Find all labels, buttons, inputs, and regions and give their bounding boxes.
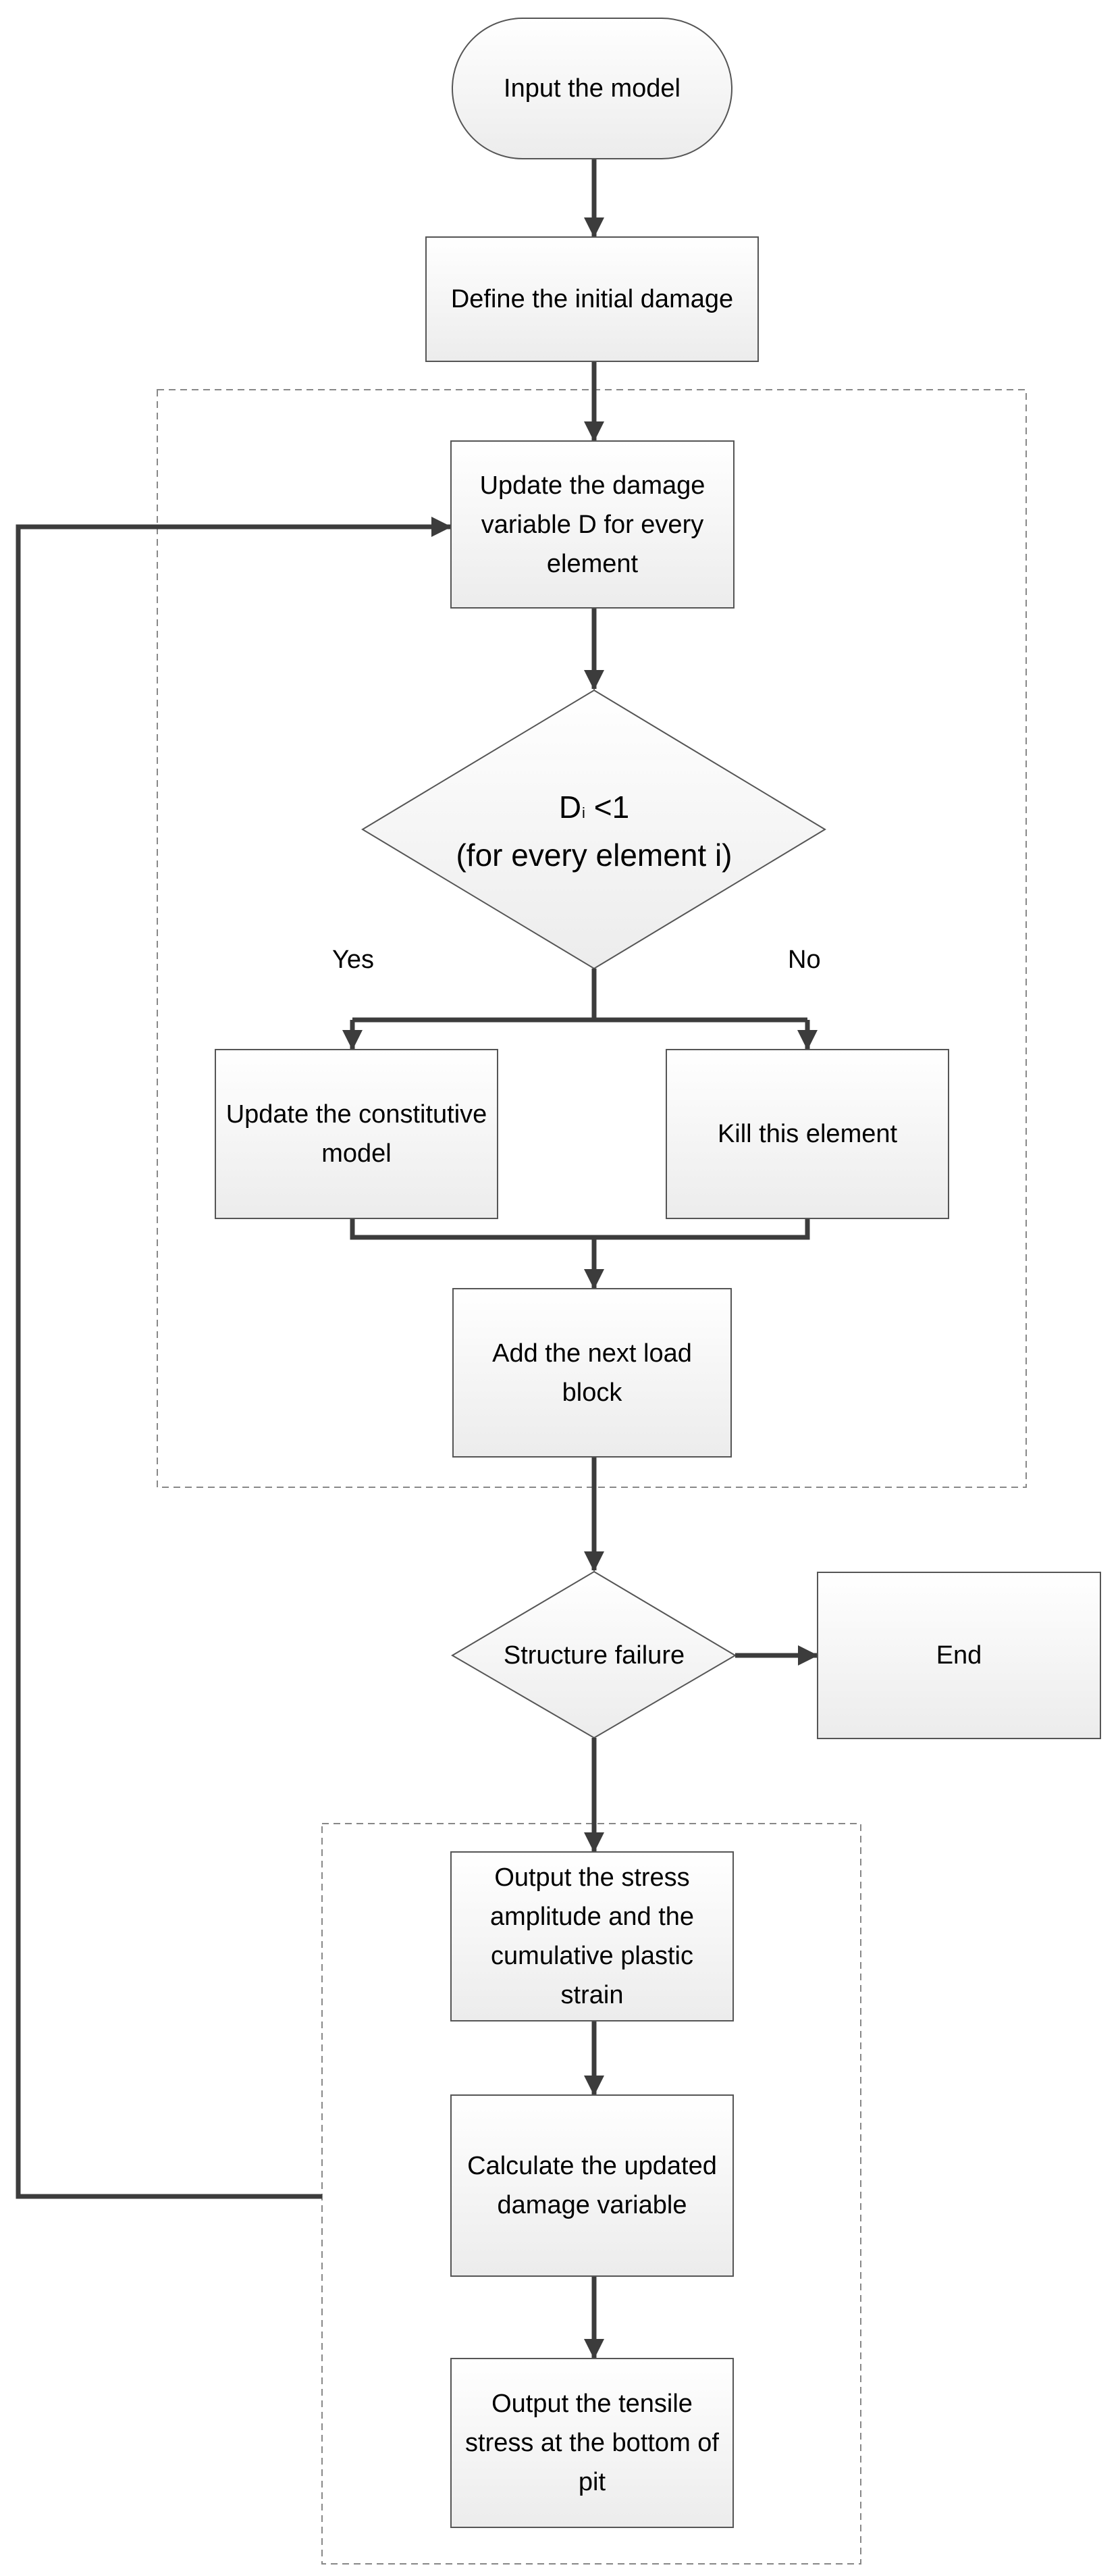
- update-constitutive-node: Update the constitutive model: [215, 1049, 498, 1219]
- input-model-label: Input the model: [504, 74, 681, 103]
- update-damage-label: Update the damage variable D for every e…: [479, 471, 705, 578]
- output-tensile-label: Output the tensile stress at the bottom …: [465, 2390, 719, 2496]
- connector-merge: [350, 1219, 810, 1240]
- yes-label: Yes: [332, 946, 374, 974]
- output-tensile-node: Output the tensile stress at the bottom …: [450, 2358, 734, 2528]
- structure-failure-text: Structure failure: [466, 1628, 722, 1682]
- output-stress-node: Output the stress amplitude and the cumu…: [450, 1851, 734, 2021]
- decision-d-subscript: i: [582, 804, 585, 821]
- connector-feedback-loop: [16, 517, 452, 2199]
- decision-d-var: D: [558, 789, 582, 825]
- update-damage-node: Update the damage variable D for every e…: [450, 440, 735, 609]
- output-group-frame: [321, 1823, 861, 2565]
- decision-d-text: Di <1 (for every element i): [378, 763, 810, 898]
- add-load-node: Add the next load block: [452, 1288, 732, 1458]
- decision-d-condition: <1: [585, 789, 630, 825]
- no-label: No: [788, 946, 821, 974]
- define-damage-node: Define the initial damage: [425, 236, 759, 362]
- end-node: End: [817, 1572, 1101, 1739]
- end-label: End: [936, 1641, 982, 1670]
- connector-decision-branches: [352, 969, 597, 1023]
- structure-failure-label: Structure failure: [503, 1641, 685, 1670]
- output-stress-label: Output the stress amplitude and the cumu…: [489, 1863, 695, 2009]
- calc-damage-label: Calculate the updated damage variable: [467, 2152, 717, 2219]
- input-model-node: Input the model: [452, 18, 732, 159]
- define-damage-label: Define the initial damage: [450, 285, 734, 313]
- add-load-label: Add the next load block: [492, 1339, 692, 1407]
- update-constitutive-label: Update the constitutive model: [225, 1100, 487, 1168]
- decision-d-line2: (for every element i): [456, 837, 732, 873]
- kill-element-node: Kill this element: [666, 1049, 949, 1219]
- calc-damage-node: Calculate the updated damage variable: [450, 2094, 734, 2277]
- kill-element-label: Kill this element: [717, 1120, 898, 1148]
- decision-d-line1: Di <1: [559, 786, 629, 834]
